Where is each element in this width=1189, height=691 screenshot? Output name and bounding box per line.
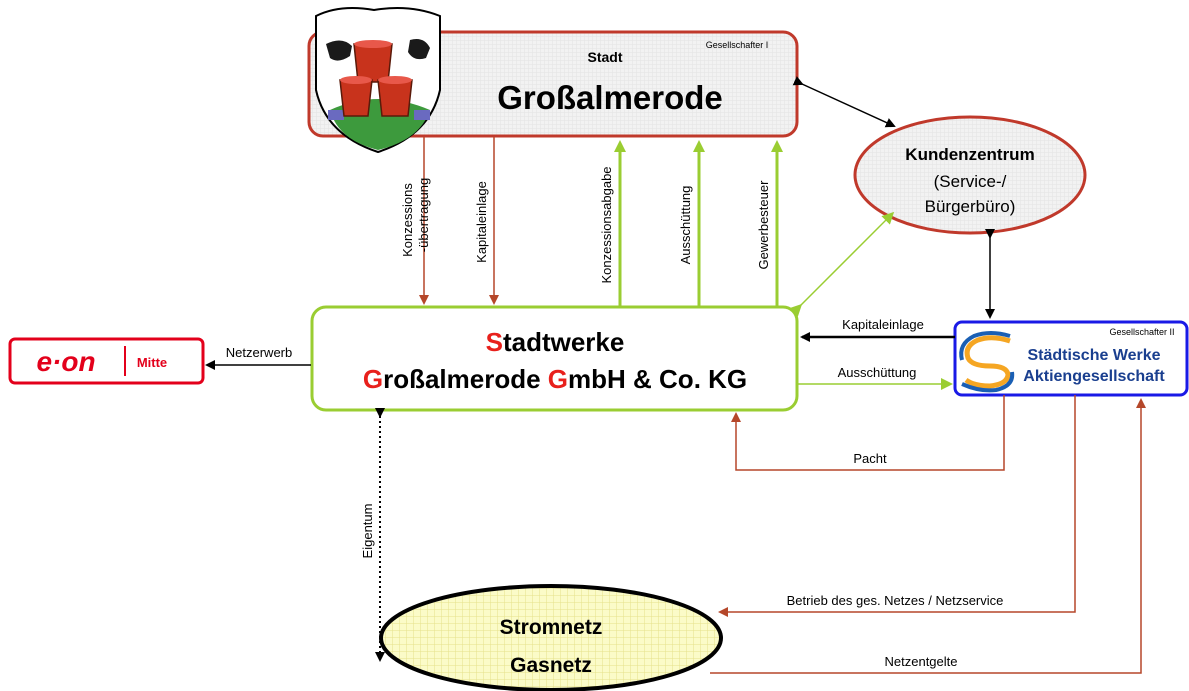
kundenzentrum-ellipse[interactable]	[853, 115, 1087, 235]
stadtwerke-initial-g1: G	[363, 364, 383, 394]
arrow-pacht	[731, 395, 1005, 471]
netz-line2: Gasnetz	[510, 654, 592, 677]
stadtwerke-box[interactable]	[310, 305, 799, 412]
label-pacht: Pacht	[853, 451, 887, 466]
arrow-netzentgelte	[710, 398, 1146, 674]
label-netzerwerb: Netzerwerb	[226, 345, 292, 360]
stadtwerke-initial-s: S	[486, 327, 503, 357]
label-betrieb: Betrieb des ges. Netzes / Netzservice	[787, 593, 1004, 608]
stadtwerke-initial-g2: G	[548, 364, 568, 394]
kundenzentrum-line3: Bürgerbüro)	[925, 197, 1016, 216]
stadt-label-big: Großalmerode	[497, 79, 723, 116]
label-kapitaleinlage-stadt: Kapitaleinlage	[474, 181, 489, 263]
kundenzentrum-title: Kundenzentrum	[905, 145, 1034, 164]
stadt-partner-tag: Gesellschafter I	[706, 40, 769, 50]
stadtwerke-line2: Großalmerode GmbH & Co. KG	[363, 364, 747, 394]
eon-logo-text: e·on	[36, 346, 95, 377]
kundenzentrum-line2: (Service-/	[934, 172, 1007, 191]
label-konzessionsuebertragung-2b: -übertragung	[416, 178, 431, 252]
netz-line1: Stromnetz	[500, 616, 603, 639]
label-netzentgelte: Netzentgelte	[885, 654, 958, 669]
stadtwerke-line1-rest: tadtwerke	[503, 327, 624, 357]
swag-partner-tag: Gesellschafter II	[1109, 327, 1174, 337]
coat-of-arms-icon	[315, 7, 441, 154]
label-ausschuettung-swag: Ausschüttung	[838, 365, 917, 380]
label-gewerbesteuer: Gewerbesteuer	[756, 180, 771, 270]
stadtwerke-line1: Stadtwerke	[486, 327, 625, 357]
arrow-betrieb	[718, 395, 1076, 617]
stadt-label-small: Stadt	[588, 49, 623, 65]
eon-region-text: Mitte	[137, 355, 167, 370]
label-konzessionsuebertragung-1: Konzessions	[400, 183, 415, 257]
arrow-stadtwerke-kundenzentrum	[789, 211, 895, 317]
swag-line1: Städtische Werke	[1027, 347, 1160, 364]
arrow-stadt-kundenzentrum	[792, 76, 896, 128]
stadtwerke-line2-mid: roßalmerode	[383, 364, 548, 394]
label-kapitaleinlage-swag: Kapitaleinlage	[842, 317, 924, 332]
label-ausschuettung-stadt: Ausschüttung	[678, 186, 693, 265]
stadtwerke-line2-rest: mbH & Co. KG	[568, 364, 747, 394]
label-konzessionsabgabe: Konzessionsabgabe	[599, 166, 614, 283]
swag-line2: Aktiengesellschaft	[1023, 368, 1165, 385]
label-eigentum: Eigentum	[360, 504, 375, 559]
eon-mitte-logo[interactable]: e·on Mitte	[8, 337, 205, 385]
swag-logo-icon	[959, 331, 1015, 393]
